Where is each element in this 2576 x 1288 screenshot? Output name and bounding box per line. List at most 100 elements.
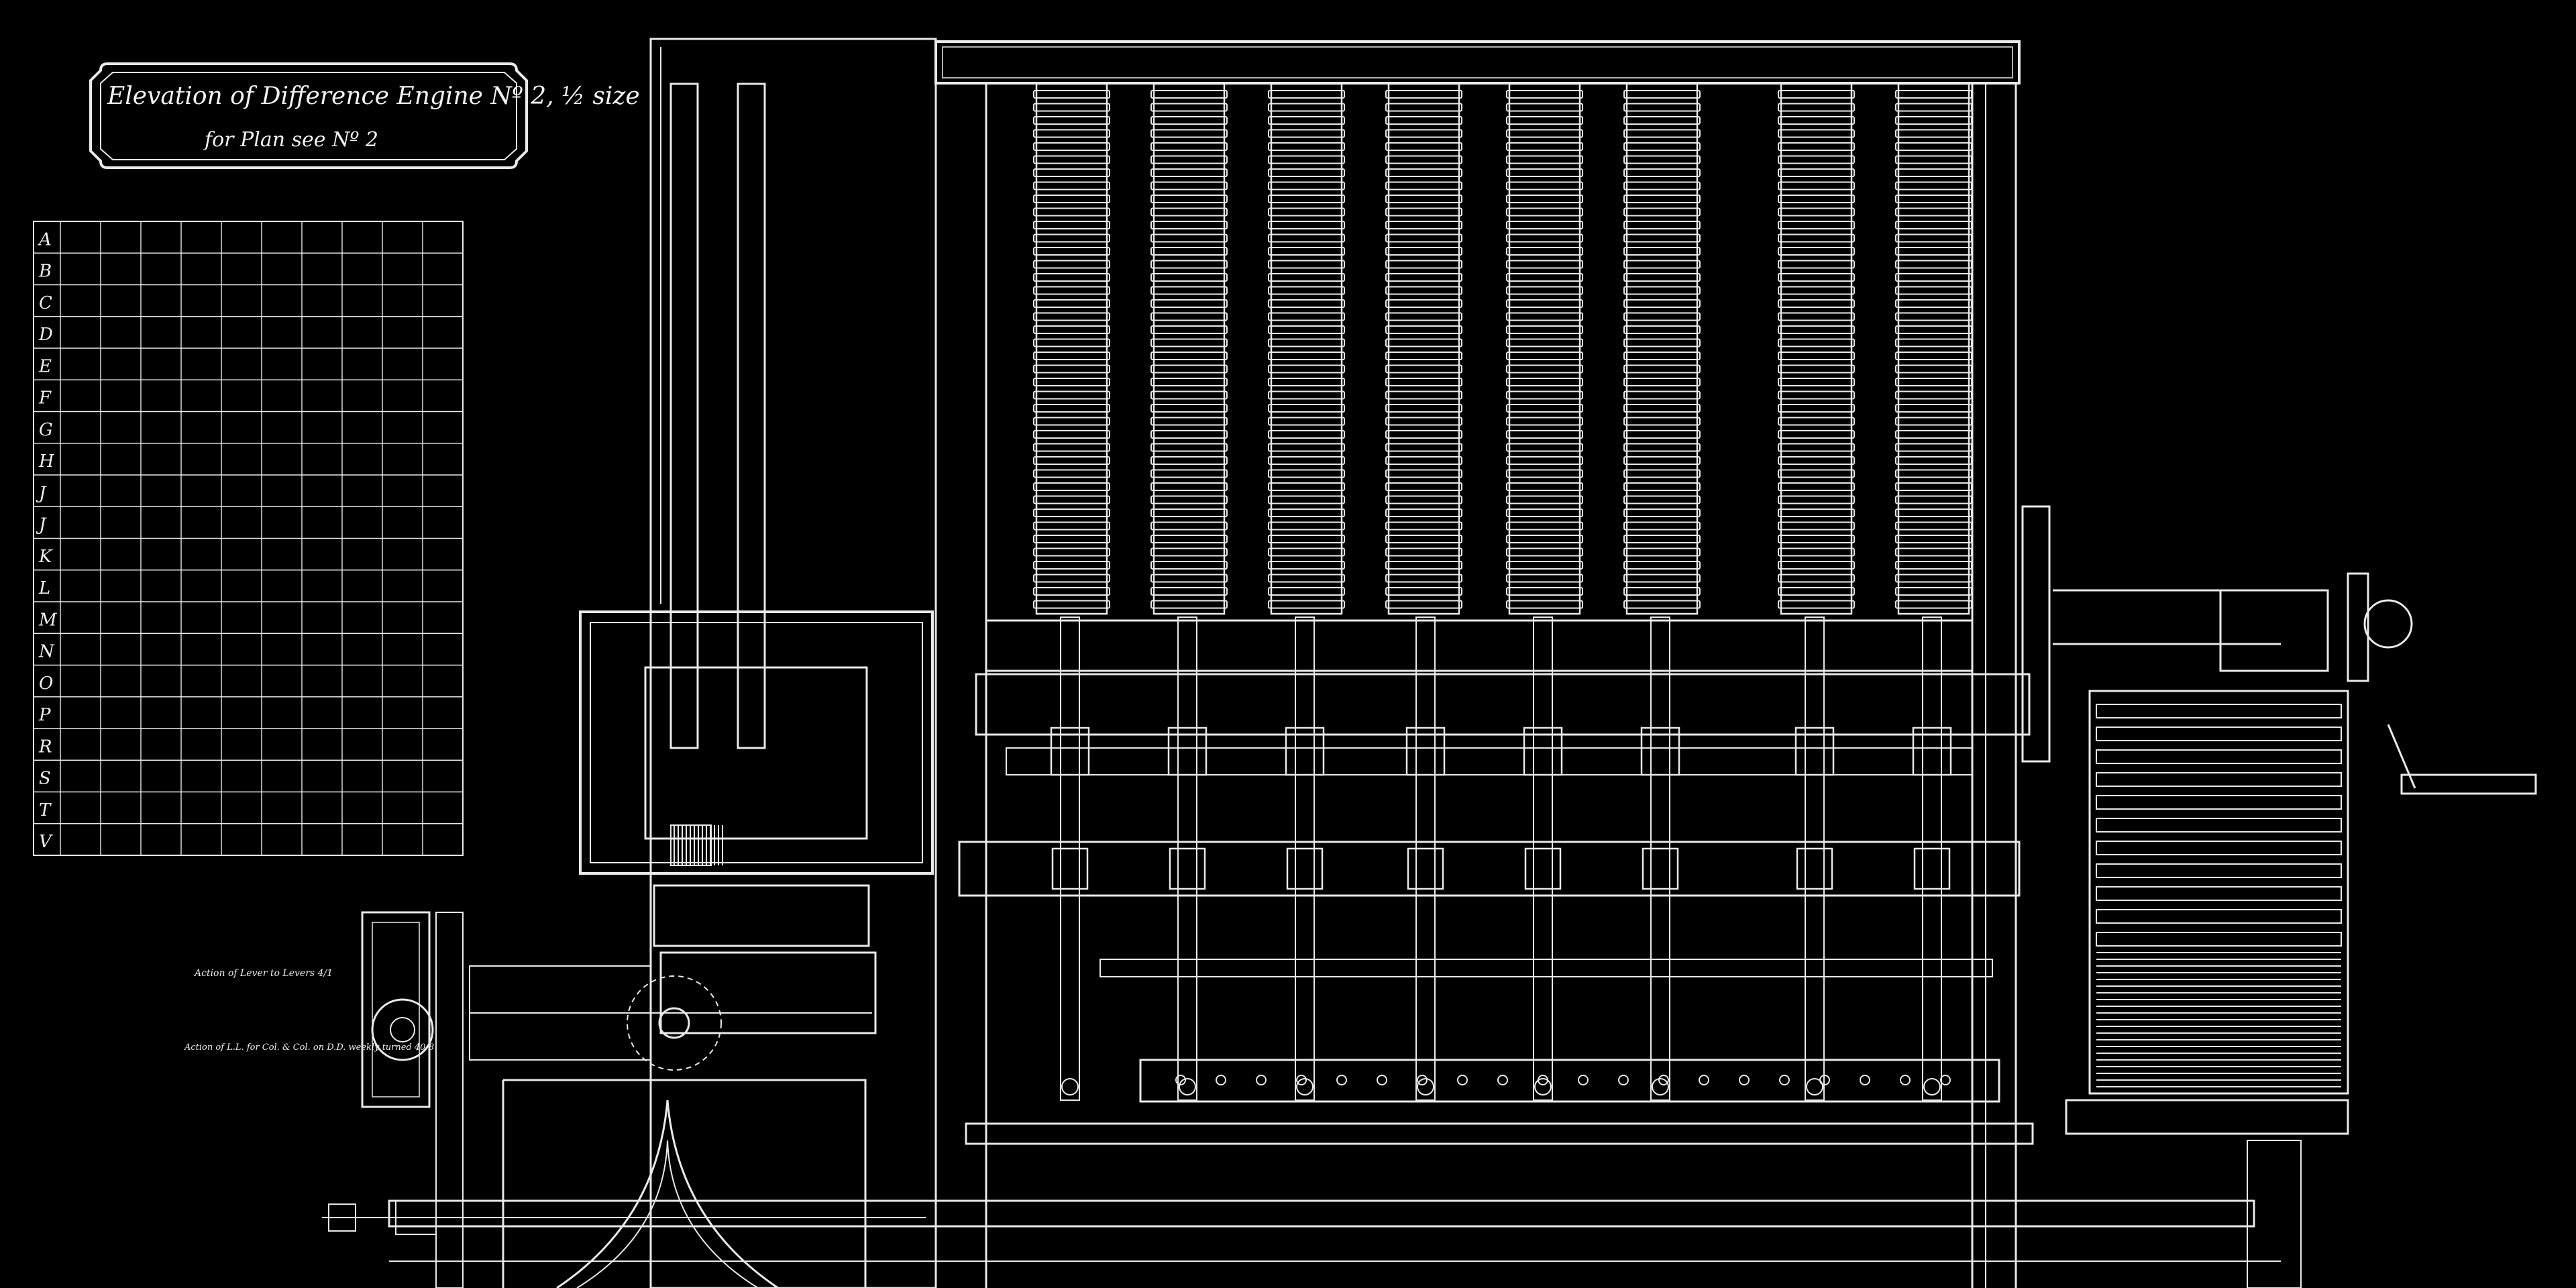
type-hatch (674, 825, 723, 865)
figure-wheel (1778, 90, 1855, 99)
left-annotations: Action of Lever to Levers 4/1 Action of … (184, 968, 434, 1053)
figure-wheel (1895, 430, 1972, 439)
figure-wheel (1778, 508, 1855, 517)
figure-wheel (1778, 495, 1855, 504)
stack-wheel (2096, 932, 2342, 947)
rivet (1216, 1075, 1226, 1085)
figure-wheel (1506, 338, 1583, 347)
shaft-collar (1523, 727, 1563, 776)
figure-wheel (1268, 90, 1345, 99)
figure-wheel (1033, 195, 1110, 203)
figure-wheel (1895, 390, 1972, 400)
stack-wheel (2096, 795, 2342, 810)
figure-wheel (1150, 103, 1228, 112)
figure-wheel (1268, 495, 1345, 504)
drive-shaft (1640, 616, 1680, 1101)
figure-wheel (1895, 495, 1972, 504)
figure-wheel (1623, 521, 1701, 531)
figure-wheel (1623, 325, 1701, 334)
figure-wheel (1385, 469, 1462, 478)
figure-wheel (1895, 508, 1972, 517)
figure-wheel (1033, 207, 1110, 217)
figure-wheel (1150, 325, 1228, 334)
figure-wheel (1623, 129, 1701, 138)
figure-wheel (1778, 286, 1855, 295)
figure-wheel (1150, 116, 1228, 125)
figure-wheel (1268, 286, 1345, 295)
table-row-label: O (39, 674, 53, 694)
figure-wheel (1268, 535, 1345, 543)
figure-wheel (1778, 325, 1855, 334)
figure-wheel (1150, 273, 1228, 282)
figure-wheel-column (1623, 83, 1701, 615)
shaft-collar (1051, 847, 1089, 890)
figure-wheel (1385, 260, 1462, 269)
figure-wheel (1623, 469, 1701, 478)
stack-wheel (2096, 886, 2342, 901)
figure-wheel (1895, 273, 1972, 282)
shaft-foot (1061, 1078, 1079, 1095)
figure-wheel (1268, 129, 1345, 138)
figure-wheel (1895, 286, 1972, 295)
shaft-collar (1640, 727, 1680, 776)
figure-wheel (1778, 181, 1855, 191)
figure-wheel (1033, 181, 1110, 191)
figure-wheel (1150, 482, 1228, 491)
figure-wheel (1506, 155, 1583, 164)
figure-wheel (1623, 221, 1701, 229)
figure-wheel (1623, 561, 1701, 570)
figure-wheel (1268, 364, 1345, 374)
table-row-label: G (39, 420, 53, 440)
figure-wheel (1385, 325, 1462, 334)
figure-wheel (1623, 352, 1701, 360)
figure-wheel (1150, 587, 1228, 596)
figure-wheel (1506, 116, 1583, 125)
figure-wheel (1150, 260, 1228, 269)
figure-wheel (1385, 430, 1462, 439)
column-outline (1387, 83, 1460, 615)
figure-wheel (1506, 495, 1583, 504)
figure-wheel (1385, 508, 1462, 517)
table-row-label: N (38, 642, 55, 662)
figure-wheel (1268, 390, 1345, 400)
figure-wheel (1150, 221, 1228, 229)
figure-wheel (1506, 247, 1583, 256)
figure-wheel (1385, 233, 1462, 243)
rivet (1860, 1075, 1870, 1085)
figure-wheel (1895, 299, 1972, 308)
figure-wheel (1623, 574, 1701, 583)
rivet (1457, 1075, 1468, 1085)
figure-wheel (1506, 547, 1583, 557)
figure-wheel (1778, 312, 1855, 321)
figure-wheel (1033, 404, 1110, 413)
figure-wheel (1150, 469, 1228, 478)
figure-wheel (1385, 338, 1462, 347)
figure-wheel (1506, 378, 1583, 386)
figure-wheel (1778, 443, 1855, 452)
figure-wheel (1033, 521, 1110, 531)
figure-wheel (1150, 233, 1228, 243)
figure-wheel (1895, 338, 1972, 347)
figure-wheel (1623, 443, 1701, 452)
table-row-label: S (39, 769, 51, 789)
figure-wheel (1150, 129, 1228, 138)
figure-wheel (1150, 600, 1228, 609)
figure-wheel (1895, 482, 1972, 491)
figure-wheel (1623, 233, 1701, 243)
figure-wheel (1150, 390, 1228, 400)
figure-wheel (1506, 535, 1583, 543)
figure-wheel (1385, 286, 1462, 295)
figure-wheel-column (1150, 83, 1228, 615)
figure-wheel (1385, 221, 1462, 229)
figure-wheel (1385, 561, 1462, 570)
figure-wheel (1506, 103, 1583, 112)
figure-wheel (1623, 482, 1701, 491)
figure-wheel (1895, 207, 1972, 217)
rivet (1497, 1075, 1508, 1085)
figure-wheel (1778, 521, 1855, 531)
figure-wheel (1778, 155, 1855, 164)
annotation-note-1: Action of Lever to Levers 4/1 (193, 968, 333, 979)
figure-wheel (1033, 482, 1110, 491)
figure-wheel (1385, 417, 1462, 426)
figure-wheel (1506, 508, 1583, 517)
